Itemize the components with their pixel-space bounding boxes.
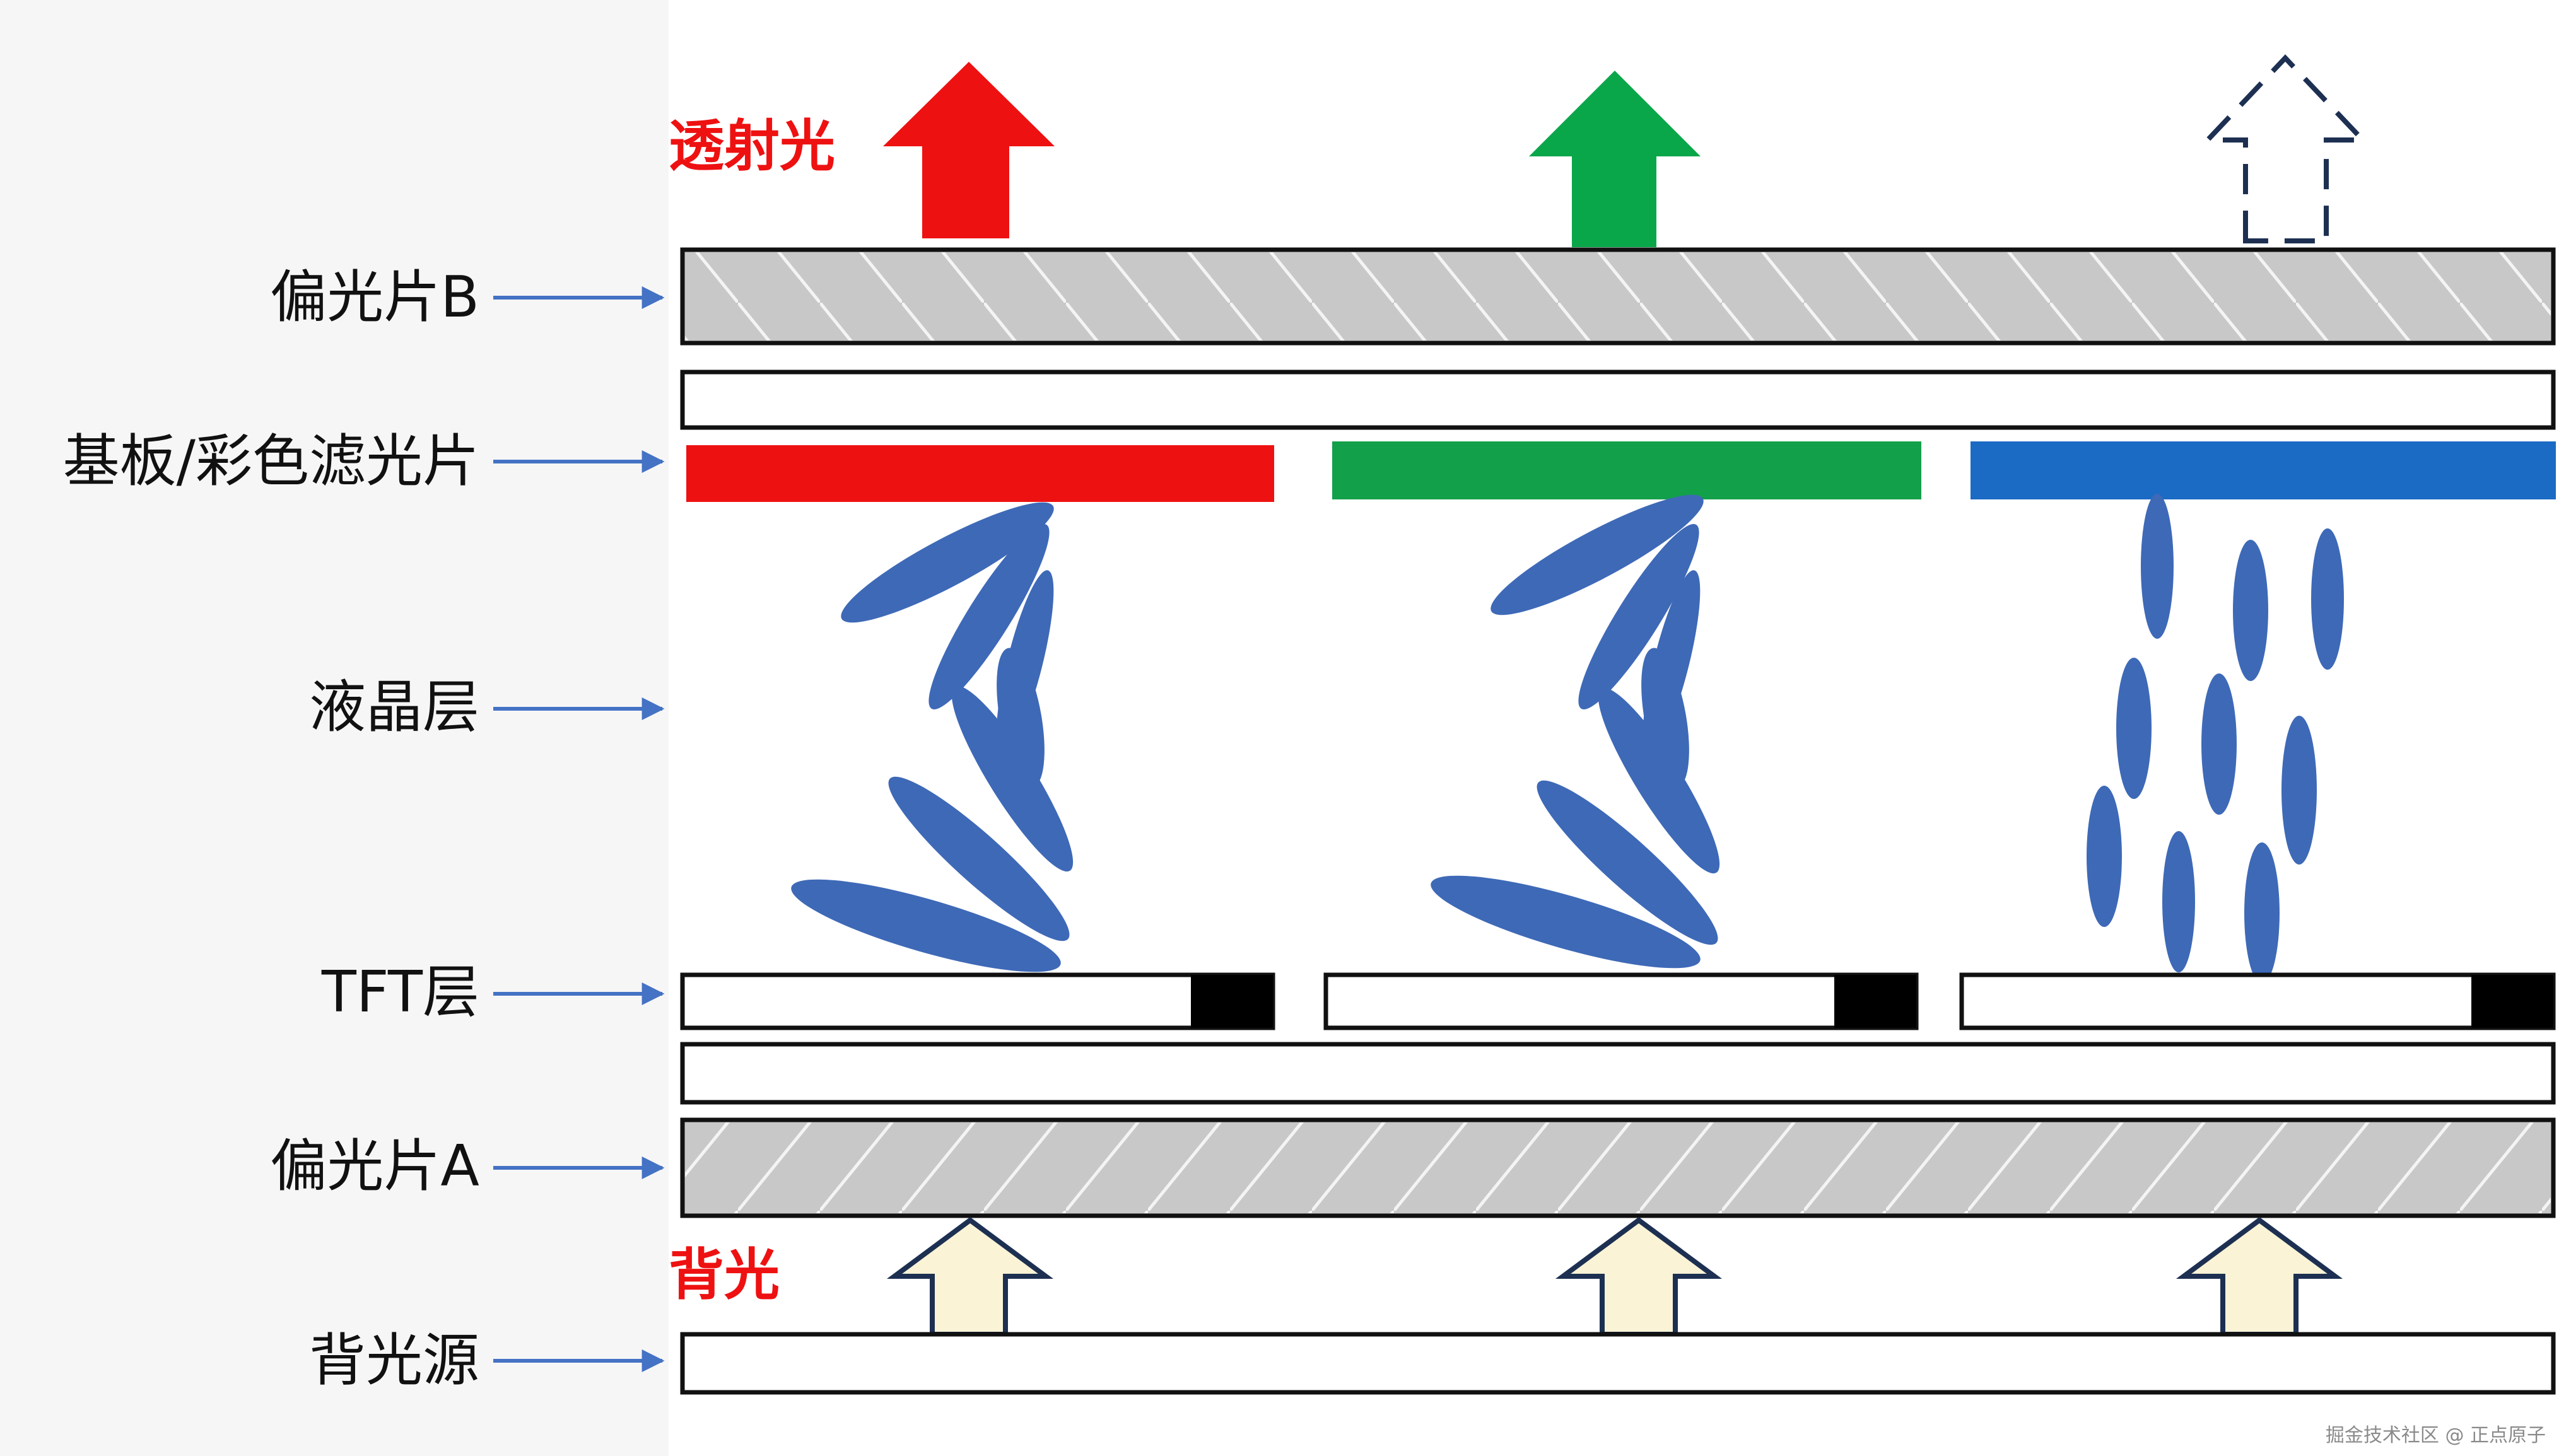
- lc-molecule: [2244, 842, 2280, 984]
- backlight-source-label: 背光源: [309, 1327, 479, 1394]
- tft-transistor-red: [1191, 975, 1273, 1028]
- green-color-filter: [1332, 441, 1921, 499]
- lc-molecule: [928, 524, 1050, 709]
- liquid-crystal-label: 液晶层: [309, 674, 479, 740]
- polarizer-b-label: 偏光片B: [270, 264, 479, 330]
- polarizer-a-label: 偏光片A: [270, 1133, 479, 1199]
- tft-cell-green: [1323, 972, 1919, 1030]
- lc-molecule: [2281, 716, 2317, 865]
- liquid-crystal-red-column: [791, 502, 1074, 972]
- red-color-filter: [686, 445, 1274, 502]
- green-transmitted-arrow: [1529, 71, 1701, 247]
- lc-molecule: [791, 879, 1061, 972]
- blue-color-filter: [1971, 441, 2556, 499]
- tft-transistor-blue: [2471, 975, 2553, 1028]
- substrate-filter-label: 基板/彩色滤光片: [63, 428, 479, 494]
- liquid-crystal-green-column: [1431, 494, 1720, 969]
- left-margin-bg: [0, 0, 669, 1456]
- lc-molecule: [2087, 786, 2122, 927]
- backlight-arrow-middle: [1555, 1217, 1723, 1337]
- backlight-arrow-left: [886, 1217, 1054, 1337]
- tft-cell-red: [680, 972, 1275, 1030]
- watermark-text: 掘金技术社区 @ 正点原子: [2326, 1424, 2546, 1447]
- backlight-source-layer: [680, 1332, 2556, 1395]
- polarizer-a-hatch: [685, 1122, 2551, 1213]
- tft-transistor-green: [1834, 975, 1916, 1028]
- lc-molecule: [2116, 658, 2152, 799]
- polarizer-b-hatch: [685, 252, 2551, 341]
- lc-molecule: [1537, 780, 1718, 945]
- liquid-crystal-blue-column: [2087, 494, 2344, 984]
- tft-layer-label: TFT层: [321, 959, 479, 1025]
- lc-molecule: [1490, 494, 1704, 615]
- tft-cell-blue: [1959, 972, 2556, 1030]
- lc-molecule: [841, 502, 1054, 623]
- top-substrate: [680, 370, 2556, 430]
- lc-molecule: [2141, 494, 2174, 639]
- red-transmitted-arrow: [883, 62, 1055, 238]
- lc-molecule: [1431, 875, 1701, 969]
- lc-molecule: [2311, 528, 2344, 670]
- lc-molecule: [888, 776, 1070, 941]
- lc-molecule: [1598, 687, 1720, 874]
- backlight-label: 背光: [669, 1242, 780, 1307]
- lc-molecule: [1578, 524, 1699, 709]
- transmitted-light-label: 透射光: [669, 114, 835, 178]
- blocked-light-dashed-arrow: [2201, 54, 2369, 243]
- lc-molecule: [2162, 831, 2195, 972]
- lc-molecule: [2233, 540, 2268, 681]
- bottom-substrate: [680, 1042, 2556, 1105]
- lc-molecule: [951, 685, 1074, 872]
- backlight-arrow-right: [2176, 1217, 2343, 1337]
- lc-molecule: [2201, 673, 2237, 815]
